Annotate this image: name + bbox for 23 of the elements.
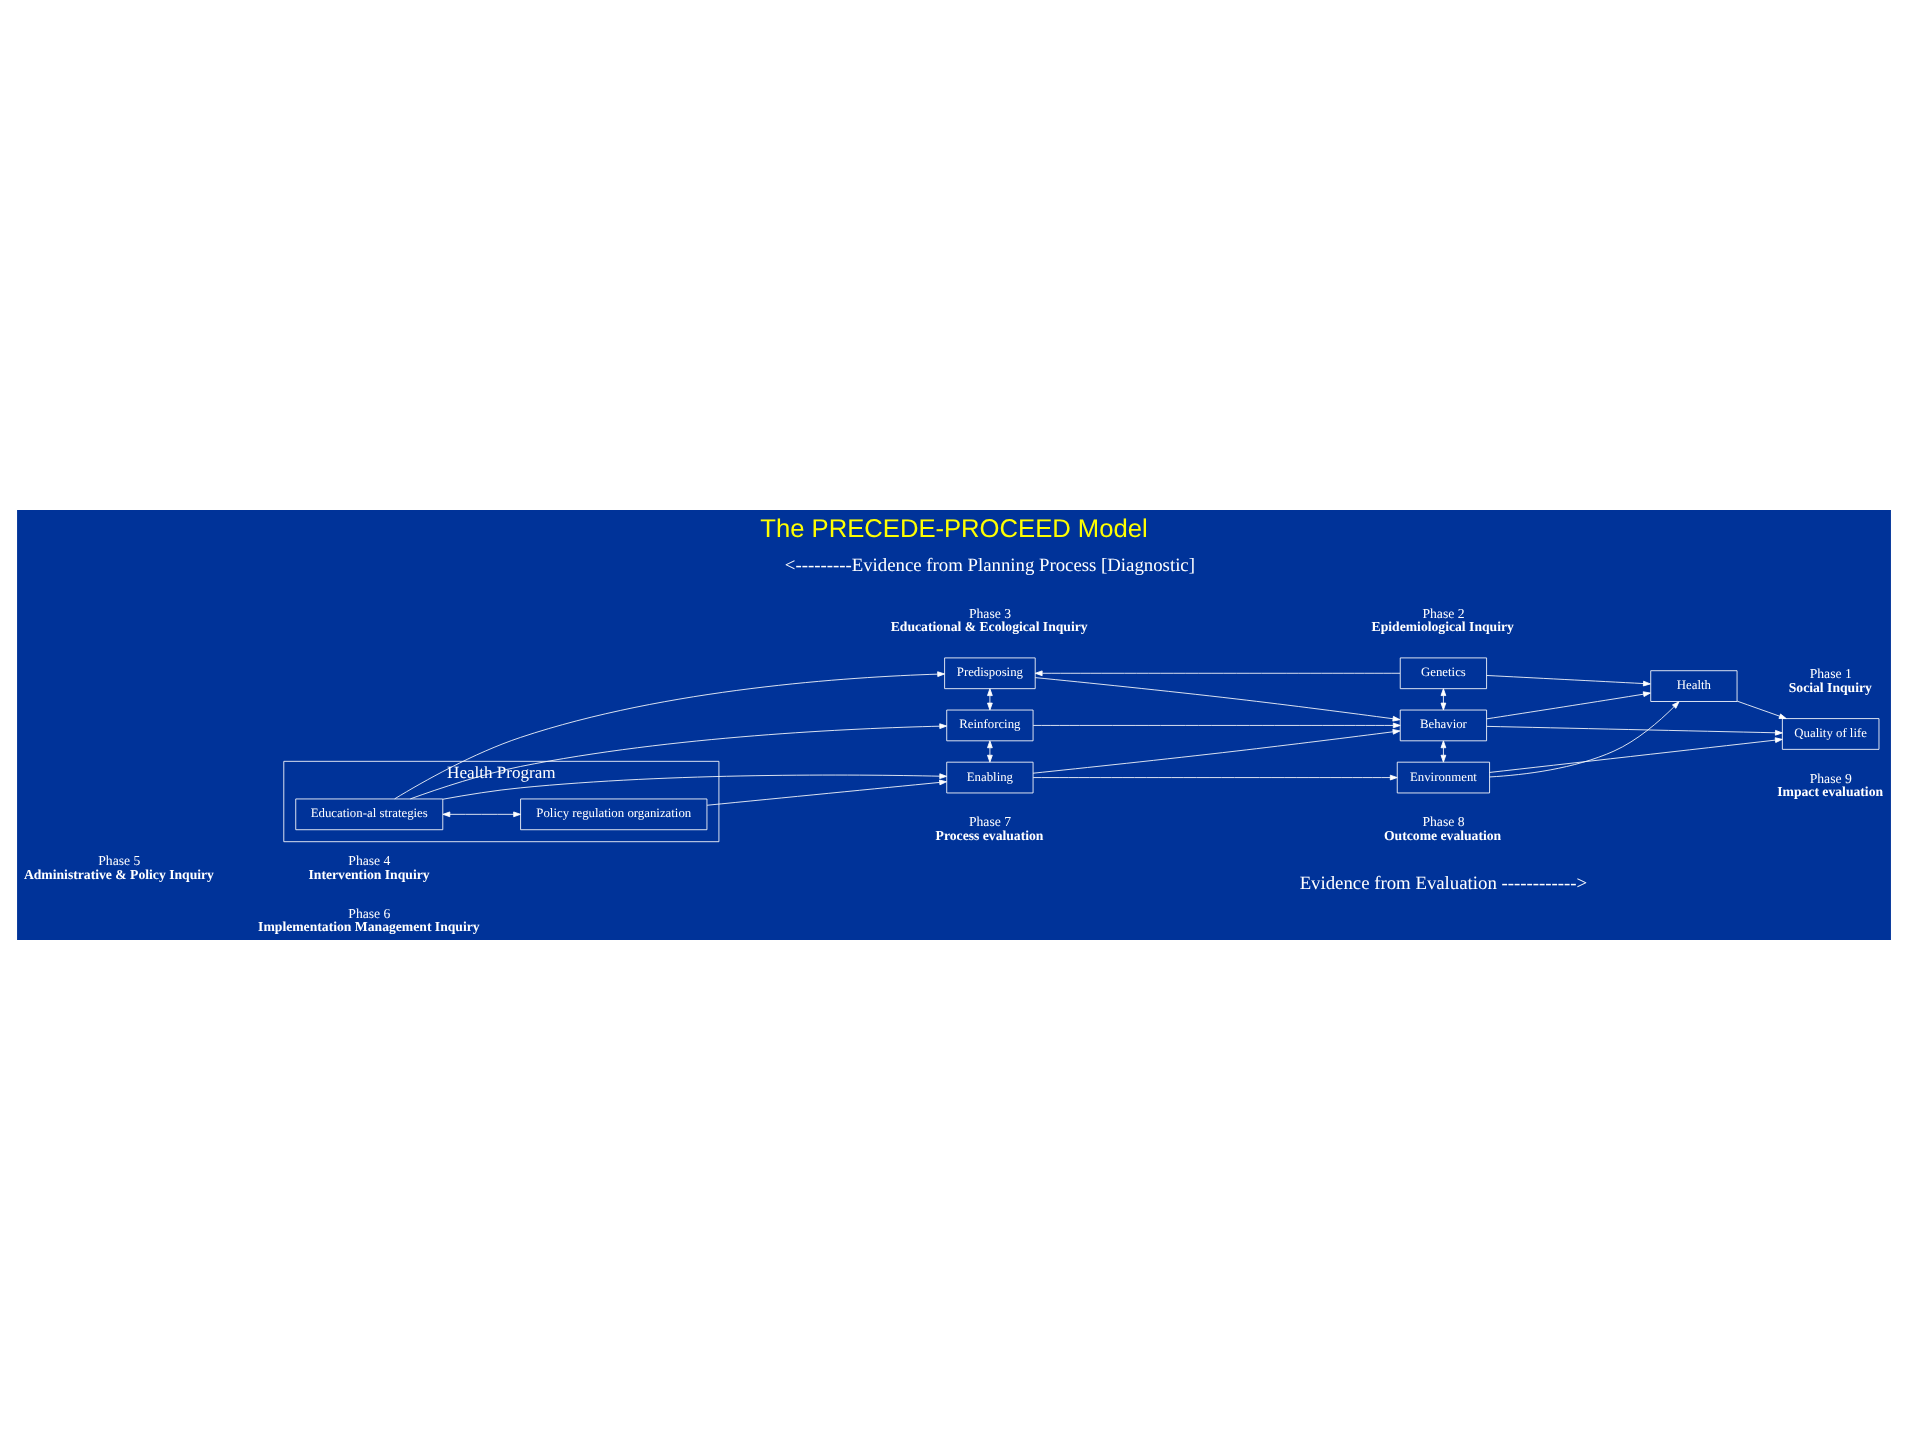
arrow — [1489, 701, 1680, 778]
arrow — [1032, 729, 1401, 774]
arrow — [1032, 774, 1398, 781]
arrow — [1489, 737, 1783, 773]
arrow — [1486, 675, 1651, 687]
arrow — [1486, 725, 1783, 736]
arrow — [1034, 677, 1401, 722]
arrow — [442, 773, 948, 800]
arrow — [1486, 691, 1651, 720]
arrow — [987, 740, 993, 763]
label: <---------Evidence from Planning Process [Diagnostic] — [784, 557, 1195, 578]
label: Evidence from Evaluation ------------> — [1299, 875, 1588, 896]
arrow — [442, 811, 521, 818]
arrow — [1440, 688, 1447, 711]
arrow — [409, 723, 948, 800]
arrow — [1440, 740, 1447, 763]
arrow — [1034, 670, 1401, 677]
arrow — [1032, 722, 1401, 729]
diagram-title: The PRECEDE-PROCEED Model — [760, 513, 1148, 544]
arrow — [394, 671, 945, 800]
arrow — [1736, 700, 1787, 719]
arrow — [987, 688, 993, 711]
arrow — [706, 779, 947, 806]
